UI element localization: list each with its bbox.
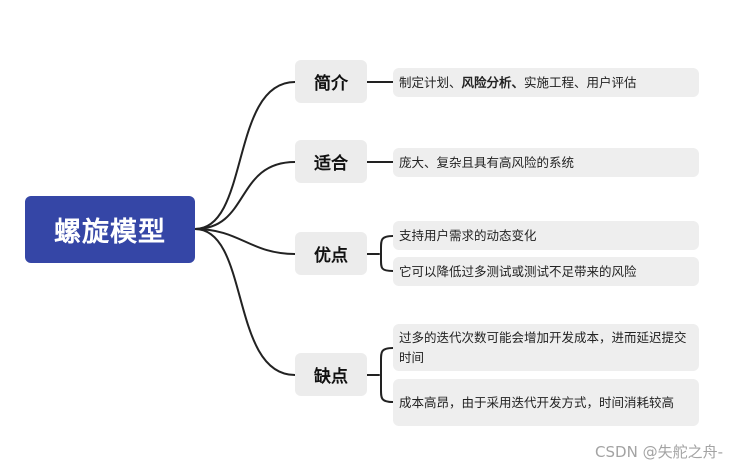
leaf-pros-1-text: 支持用户需求的动态变化 [399, 227, 537, 243]
leaf-intro-text: 制定计划、风险分析、实施工程、用户评估 [399, 73, 637, 93]
root-label: 螺旋模型 [54, 217, 166, 248]
leaf-intro: 制定计划、风险分析、实施工程、用户评估 [393, 68, 699, 97]
connector-root-cons [194, 228, 296, 376]
watermark: CSDN @失舵之舟- [595, 443, 723, 461]
leaf-cons-2: 成本高昂，由于采用迭代开发方式，时间消耗较高 [393, 379, 699, 426]
category-pros: 优点 [295, 232, 367, 275]
root-node: 螺旋模型 [25, 196, 195, 263]
connector-root-pros [194, 228, 296, 255]
leaf-pros-2: 它可以降低过多测试或测试不足带来的风险 [393, 257, 699, 286]
category-cons: 缺点 [295, 353, 367, 396]
category-intro: 简介 [295, 60, 367, 103]
leaf-intro-part-1: 制定计划、 [399, 74, 462, 90]
category-intro-label: 简介 [314, 74, 348, 94]
category-suitable-label: 适合 [314, 154, 348, 174]
leaf-intro-part-3: 实施工程、用户评估 [524, 74, 637, 90]
leaf-cons-1: 过多的迭代次数可能会增加开发成本，进而延迟提交时间 [393, 324, 699, 371]
leaf-cons-2-text: 成本高昂，由于采用迭代开发方式，时间消耗较高 [399, 394, 675, 410]
category-cons-label: 缺点 [314, 367, 348, 387]
category-suitable: 适合 [295, 140, 367, 183]
connector-cons-bracket [366, 347, 394, 403]
leaf-cons-1-text: 过多的迭代次数可能会增加开发成本，进而延迟提交时间 [399, 329, 687, 365]
connector-root-intro [194, 81, 296, 230]
leaf-suitable-text: 庞大、复杂且具有高风险的系统 [399, 154, 575, 170]
leaf-suitable: 庞大、复杂且具有高风险的系统 [393, 148, 699, 177]
connector-root-suitable [194, 161, 296, 230]
leaf-pros-2-text: 它可以降低过多测试或测试不足带来的风险 [399, 263, 637, 279]
leaf-pros-1: 支持用户需求的动态变化 [393, 221, 699, 250]
connector-pros-bracket [366, 235, 394, 272]
leaf-intro-part-2: 风险分析、 [461, 74, 525, 90]
category-pros-label: 优点 [314, 246, 348, 266]
